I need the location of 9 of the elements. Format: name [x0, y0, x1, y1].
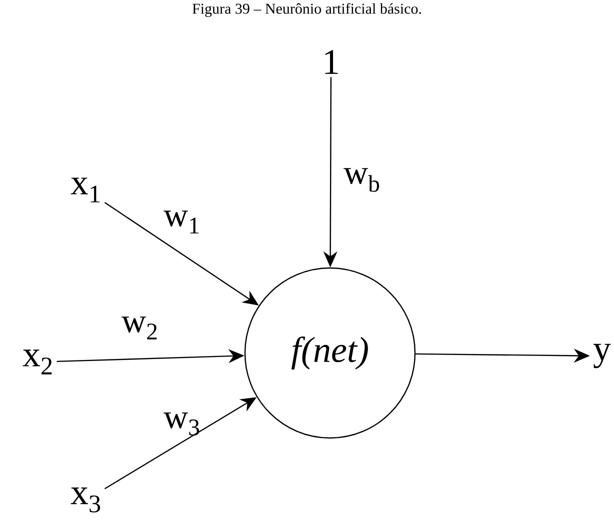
weight-label: w$_{2}$ — [122, 316, 157, 340]
input-label: x$_{3}$ — [70, 488, 100, 512]
output-label: y — [593, 344, 611, 368]
weight-label: w$_{1}$ — [164, 210, 199, 234]
weight-label: w$_{b}$ — [344, 168, 380, 192]
input-label: x$_{2}$ — [22, 350, 52, 374]
figure-caption: Figura 39 – Neurônio artificial básico. — [192, 3, 421, 17]
bias-label: 1 — [325, 50, 338, 74]
input-label: x$_{1}$ — [70, 178, 100, 202]
